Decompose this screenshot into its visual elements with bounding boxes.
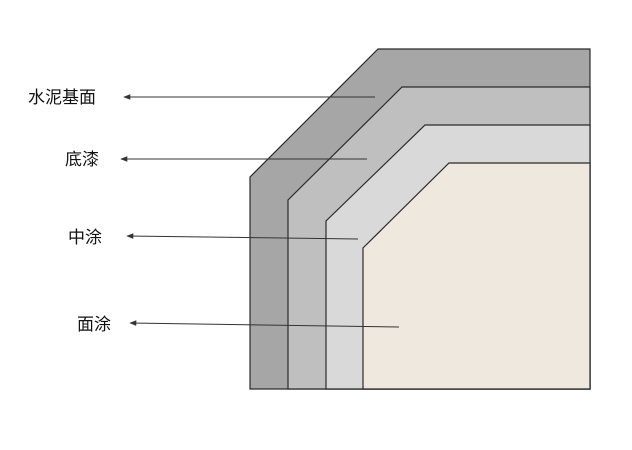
label-substrate: 水泥基面 — [28, 88, 96, 108]
label-midcoat: 中涂 — [68, 228, 102, 248]
pointer-topcoat — [129, 320, 400, 328]
pointer-midcoat — [126, 233, 359, 240]
layer-topcoat — [362, 162, 591, 390]
label-primer: 底漆 — [65, 150, 99, 170]
label-topcoat: 面涂 — [77, 315, 111, 335]
